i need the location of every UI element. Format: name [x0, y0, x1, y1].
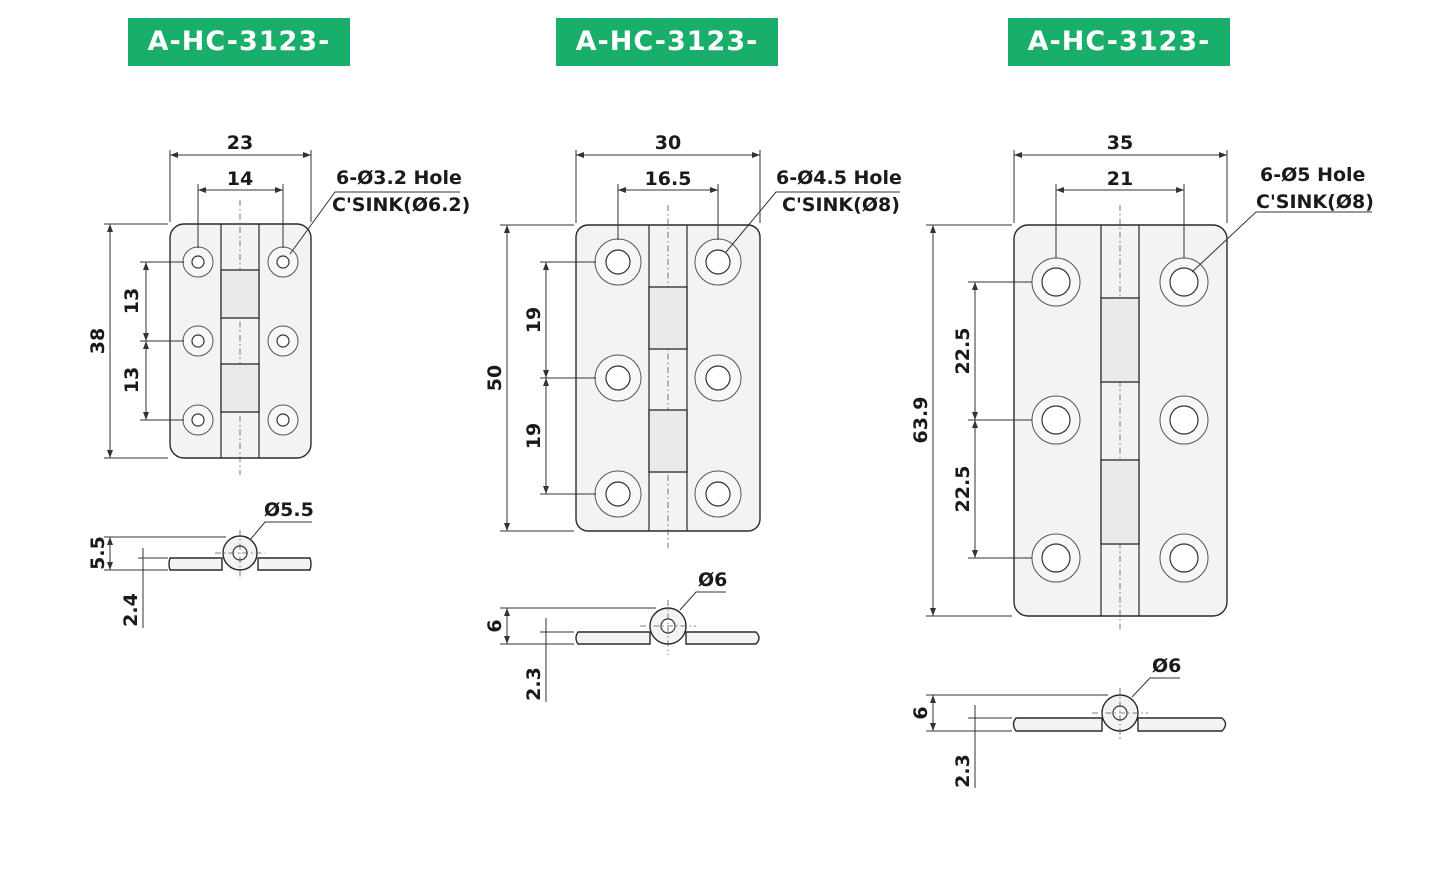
dim-side-height-a50: 6 [484, 619, 506, 632]
pin-dia-a50: Ø6 [698, 569, 727, 591]
dim-width-a64: 35 [1107, 132, 1133, 154]
model-badge-a64: A-HC-3123-64 [1008, 18, 1230, 105]
side-view-a64 [926, 677, 1227, 788]
dim-height-a38: 38 [87, 328, 109, 354]
front-view-a38 [104, 150, 460, 475]
dim-width-a38: 23 [227, 132, 253, 154]
dim-width-a50: 30 [655, 132, 681, 154]
dim-side-thickness-a50: 2.3 [523, 667, 545, 701]
dim-hole-pitch-x-a38: 14 [227, 168, 253, 190]
dim-pitch-upper-a38: 13 [121, 288, 143, 314]
mount-holes-a38 [182, 246, 299, 436]
pin-dia-a64: Ø6 [1152, 655, 1181, 677]
hole-callout-a38: 6-Ø3.2 Hole [336, 167, 462, 189]
hole-callout-a50: 6-Ø4.5 Hole [776, 167, 902, 189]
side-view-a38 [104, 521, 312, 628]
model-badge-a38: A-HC-3123-38 [128, 18, 350, 105]
front-view-a50 [500, 150, 900, 548]
dim-side-height-a38: 5.5 [87, 536, 109, 570]
dim-hole-pitch-x-a50: 16.5 [645, 168, 692, 190]
dim-pitch-upper-a50: 19 [523, 307, 545, 333]
pin-dia-a38: Ø5.5 [264, 499, 314, 521]
hole-callout-a64: 6-Ø5 Hole [1260, 164, 1365, 186]
dim-side-thickness-a38: 2.4 [120, 593, 142, 627]
model-badge-a50: A-HC-3123-50 [556, 18, 778, 105]
dim-height-a50: 50 [484, 365, 506, 391]
dim-pitch-lower-a64: 22.5 [952, 466, 974, 513]
dim-side-height-a64: 6 [910, 706, 932, 719]
dim-hole-pitch-x-a64: 21 [1107, 168, 1133, 190]
dim-height-a64: 63.9 [910, 397, 932, 444]
hinge-a64 [926, 150, 1372, 788]
side-view-a50 [500, 591, 760, 702]
hinge-a50 [500, 150, 900, 702]
front-view-a64 [926, 150, 1372, 632]
sink-callout-a50: C'SINK(Ø8) [782, 194, 900, 216]
dim-side-thickness-a64: 2.3 [952, 754, 974, 788]
dim-pitch-lower-a50: 19 [523, 423, 545, 449]
sink-callout-a38: C'SINK(Ø6.2) [332, 194, 470, 216]
hinge-a38 [104, 150, 460, 628]
dim-pitch-lower-a38: 13 [121, 367, 143, 393]
dim-pitch-upper-a64: 22.5 [952, 328, 974, 375]
sink-callout-a64: C'SINK(Ø8) [1256, 191, 1374, 213]
